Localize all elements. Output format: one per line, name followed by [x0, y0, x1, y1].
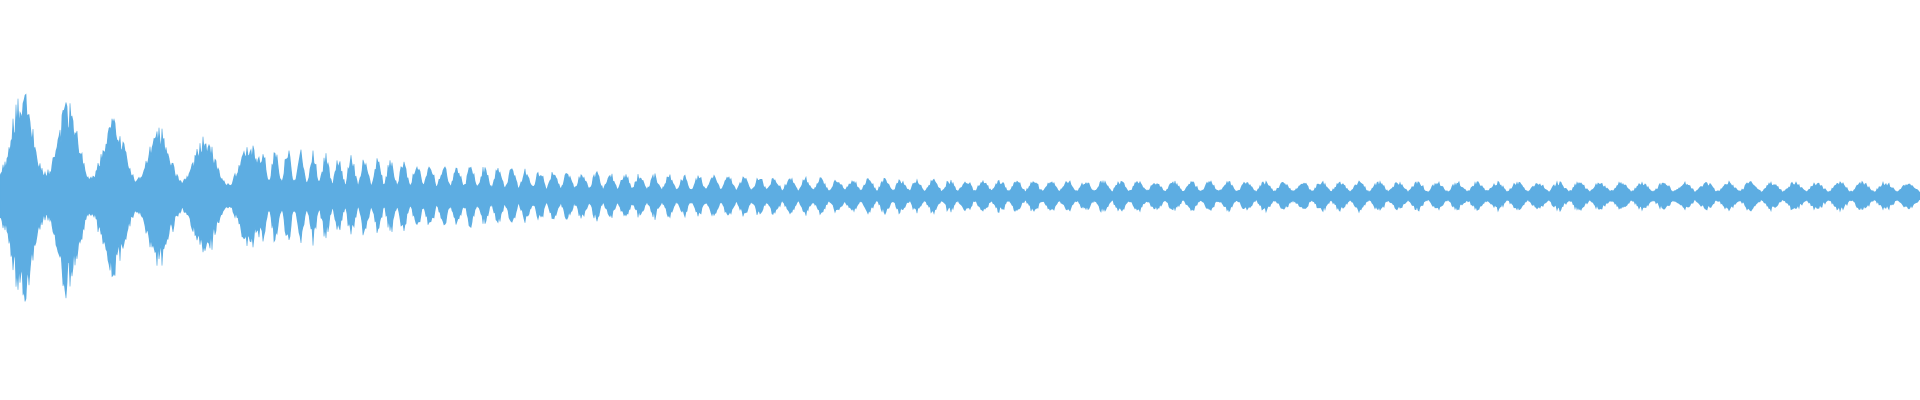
waveform-path	[0, 93, 1920, 302]
